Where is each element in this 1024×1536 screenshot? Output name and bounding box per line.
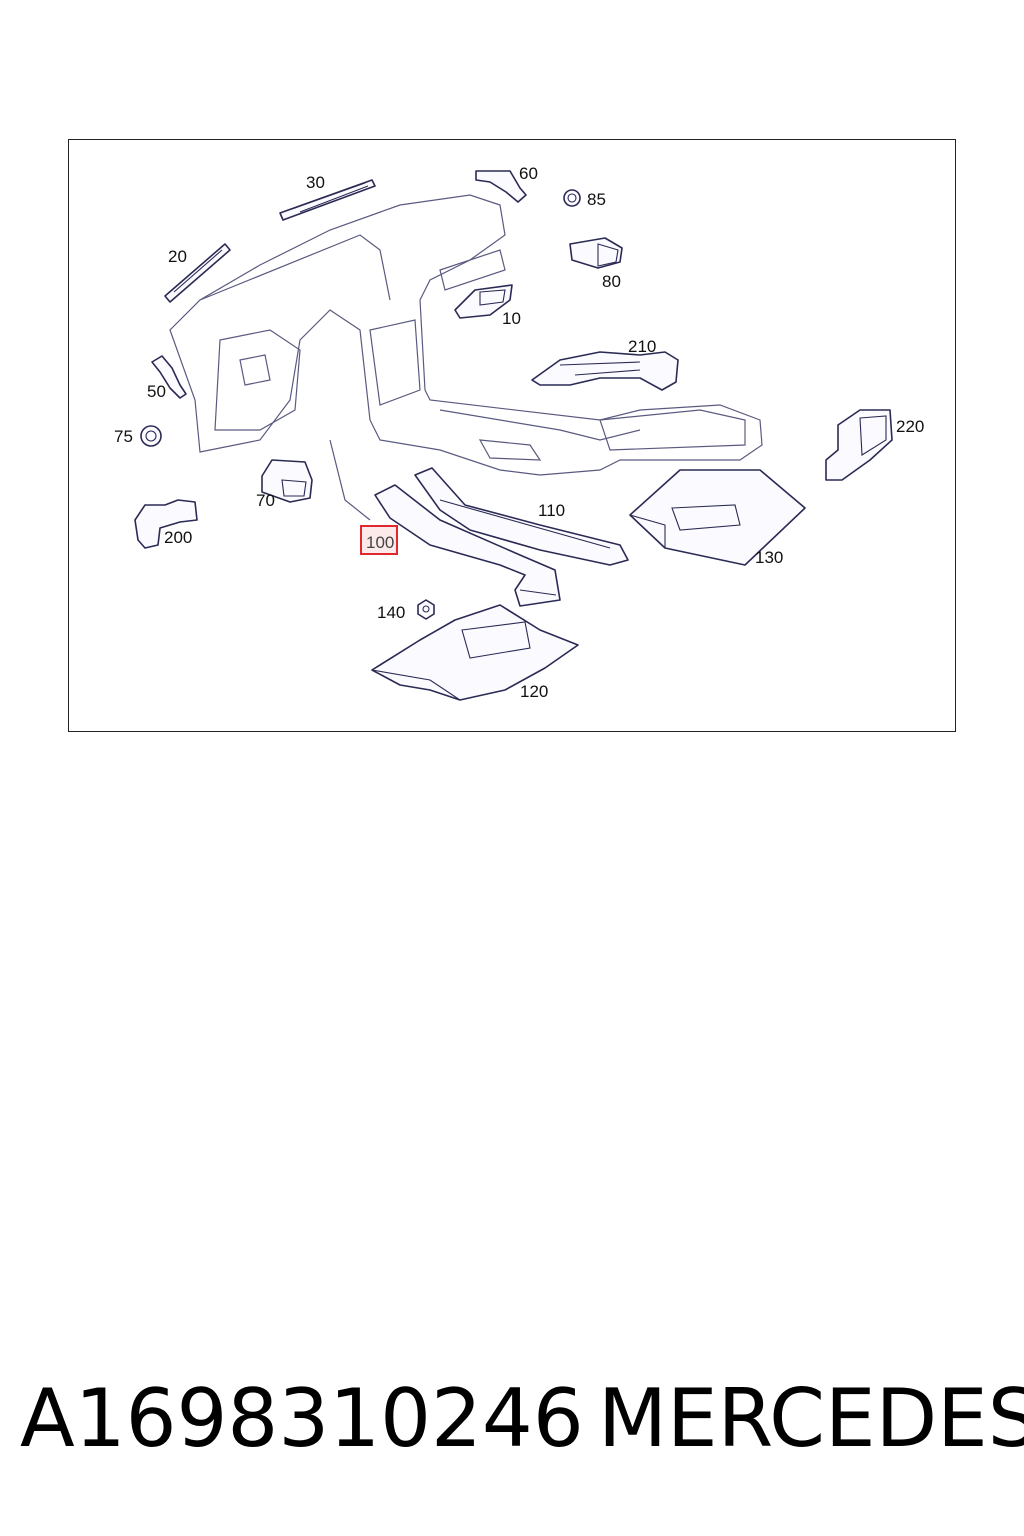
part-100-floor-duct (374, 484, 561, 607)
part-85-clip (563, 189, 581, 207)
callout-100: 100 (366, 533, 394, 552)
callout-110: 110 (538, 501, 565, 520)
callout-130: 130 (755, 548, 783, 567)
brand-name: MERCEDES (598, 1372, 1024, 1465)
part-140-nut (417, 599, 435, 620)
part-60-duct (475, 170, 527, 203)
part-20-side-vent (164, 243, 231, 303)
callout-30: 30 (306, 173, 325, 192)
callout-75: 75 (114, 427, 133, 446)
dashboard-outline (169, 194, 763, 521)
callout-50: 50 (147, 382, 166, 401)
part-110-floor-duct (414, 467, 629, 566)
callout-85: 85 (587, 190, 606, 209)
part-200-bracket (134, 499, 198, 549)
parts-diagram: 30 60 85 20 80 10 210 50 75 220 70 110 2… (114, 164, 924, 701)
part-number: A1698310246 (20, 1372, 584, 1465)
part-70-vent (261, 459, 313, 503)
part-220-side-vent (825, 409, 893, 481)
callout-200: 200 (164, 528, 192, 547)
callout-120: 120 (520, 682, 548, 701)
part-130-footwell-panel (629, 469, 806, 566)
part-80-vent-housing (569, 237, 623, 269)
highlight-box-100 (360, 525, 398, 555)
callout-140: 140 (377, 603, 405, 622)
callout-210: 210 (628, 337, 656, 356)
callout-10: 10 (502, 309, 521, 328)
part-120-footwell-panel (371, 604, 579, 701)
part-30-vent-strip (279, 179, 376, 221)
callout-70: 70 (256, 491, 275, 510)
part-210-duct (531, 351, 679, 391)
part-75-round-vent (140, 425, 162, 447)
callout-220: 220 (896, 417, 924, 436)
part-50-duct-bend (151, 355, 187, 399)
callout-80: 80 (602, 272, 621, 291)
part-10-center-vent (454, 284, 513, 319)
callout-20: 20 (168, 247, 187, 266)
callout-60: 60 (519, 164, 538, 183)
